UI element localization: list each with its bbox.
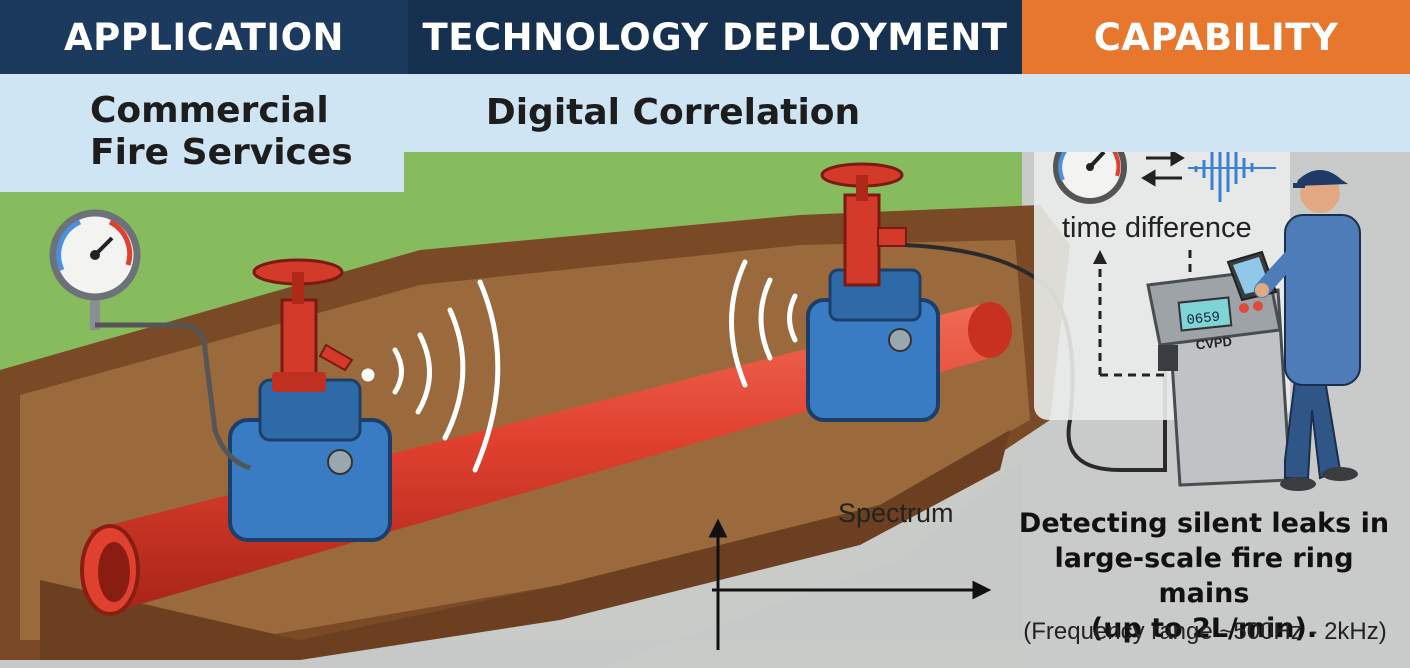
capability-line2: large-scale fire ring mains [1054, 543, 1354, 609]
subheader-application-line2: Fire Services [90, 132, 353, 173]
panel-brand-label: CVPD [1195, 334, 1232, 353]
header-application: APPLICATION [0, 0, 408, 74]
technician-figure [1226, 170, 1361, 491]
subheader-application: Commercial Fire Services [0, 74, 404, 192]
sound-wave-arcs-right [729, 259, 798, 388]
frequency-range-note: (Frequency range ~500Hz - 2kHz) [1023, 618, 1387, 645]
pressure-gauge-left-icon [49, 209, 251, 471]
trench-floor [40, 430, 1010, 660]
valve-left [228, 258, 392, 542]
header-capability: CAPABILITY [1022, 0, 1410, 74]
pipe-opening [98, 542, 130, 602]
capability-line1: Detecting silent leaks in [1018, 508, 1390, 539]
valve-right [806, 162, 940, 422]
arrow-up-head [1093, 250, 1107, 264]
correlator-control-panel [1146, 268, 1292, 487]
subheader-technology: Digital Correlation [404, 74, 1022, 152]
capability-line3: (up to 2L/min). [1090, 613, 1318, 644]
time-difference-label: time difference [1062, 212, 1252, 244]
header-technology-deployment: TECHNOLOGY DEPLOYMENT [408, 0, 1022, 74]
pipe-end-right [968, 302, 1012, 358]
exchange-arrows-icon [1141, 149, 1185, 187]
spectrum-label: Spectrum [838, 498, 954, 528]
subheader-application-line1: Commercial [90, 90, 329, 131]
spectrum-bars [728, 528, 956, 652]
panel-display-readout: 0659 [1186, 309, 1221, 328]
capability-description: Detecting silent leaks in large-scale fi… [1006, 506, 1402, 646]
sound-wave-arcs-left [361, 279, 501, 473]
leak-signal-waveform [528, 245, 682, 500]
subheader-capability-band [1022, 74, 1410, 152]
